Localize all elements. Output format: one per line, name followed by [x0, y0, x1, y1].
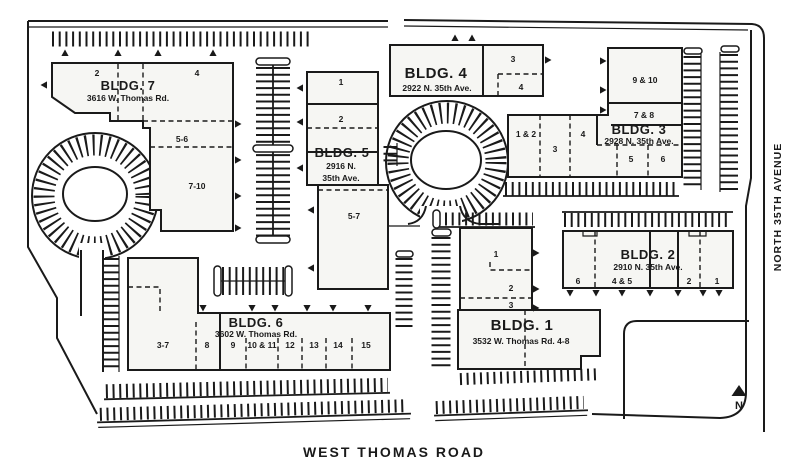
building-5-south-wing	[317, 184, 389, 290]
west-boundary-line	[27, 21, 98, 415]
bldg-3-address: 2928 N. 35th Ave.	[604, 136, 673, 146]
road-boundaries	[27, 19, 765, 432]
bldg-2-unit-label: 6	[576, 276, 581, 286]
northeast-boundary-line-inner	[403, 25, 749, 31]
bldg-4-unit-label: 3	[511, 54, 516, 64]
bldg-1-name: BLDG. 1	[491, 317, 554, 334]
parking-row-south-c	[434, 395, 589, 422]
east-road-inner-edge	[591, 30, 752, 420]
parking-island	[255, 235, 291, 244]
bldg-3-unit-label: 4	[581, 129, 586, 139]
north-compass: N	[731, 385, 747, 412]
bldg-3-unit-label: 9 & 10	[632, 75, 657, 85]
bldg-5-address-line1: 2916 N.	[326, 161, 356, 171]
bldg-2-unit-label: 1	[715, 276, 720, 286]
circular-parking-east	[385, 100, 509, 228]
bldg-7-unit-label: 7-10	[188, 181, 205, 191]
bldg-5-address-line2: 35th Ave.	[322, 173, 359, 183]
bldg-6-unit-label: 10 & 11	[247, 340, 277, 350]
bldg-5-name: BLDG. 5	[315, 145, 370, 160]
bldg-6-unit-label: 8	[205, 340, 210, 350]
parking-row-south-b	[97, 399, 411, 428]
bldg-4-name: BLDG. 4	[405, 65, 468, 82]
bldg-6-address: 3602 W. Thomas Rd.	[215, 329, 297, 339]
parking-row-below-bldg1	[459, 368, 597, 386]
north-label: N	[735, 400, 743, 412]
bldg-3-unit-label: 3	[553, 144, 558, 154]
bldg-5-unit-label: 5-7	[348, 211, 361, 221]
bldg-7-unit-label: 4	[195, 68, 200, 78]
bldg-5-unit-label: 1	[339, 77, 344, 87]
building-1: 1 2 3 BLDG. 1 3532 W. Thomas Rd. 4-8	[457, 227, 601, 370]
bldg-6-unit-label: 12	[285, 340, 295, 350]
bldg-3-unit-label: 5	[629, 154, 634, 164]
bldg-3-unit-label: 7 & 8	[634, 110, 655, 120]
bldg-6-unit-label: 3-7	[157, 340, 170, 350]
bldg-7-unit-label: 5-6	[176, 134, 189, 144]
building-7-outline	[51, 62, 234, 232]
building-2-outline	[562, 230, 734, 289]
bldg-3-unit-label: 6	[661, 154, 666, 164]
northeast-boundary-line	[403, 19, 765, 432]
bldg-7-address: 3616 W. Thomas Rd.	[87, 93, 169, 103]
bldg-6-name: BLDG. 6	[229, 315, 284, 330]
bldg-1-address: 3532 W. Thomas Rd. 4-8	[473, 336, 570, 346]
parking-island	[255, 57, 291, 66]
circular-parking-west	[31, 132, 159, 372]
bldg-2-unit-label: 2	[687, 276, 692, 286]
building-3: 9 & 10 7 & 8 BLDG. 3 2928 N. 35th Ave. 1…	[507, 47, 683, 178]
bldg-4-address: 2922 N. 35th Ave.	[402, 83, 471, 93]
bldg-5-unit-label: 2	[339, 114, 344, 124]
building-4-outline	[389, 44, 544, 97]
bldg-3-unit-label: 1 & 2	[516, 129, 537, 139]
parking-island	[252, 144, 294, 153]
bldg-2-unit-label: 4 & 5	[612, 276, 633, 286]
bldg-6-unit-label: 14	[333, 340, 343, 350]
bldg-1-unit-label: 3	[509, 300, 514, 310]
bldg-7-name: BLDG. 7	[101, 78, 156, 93]
bldg-7-unit-label: 2	[95, 68, 100, 78]
west-thomas-road-label: WEST THOMAS ROAD	[303, 444, 485, 460]
bldg-6-unit-label: 15	[361, 340, 371, 350]
bldg-6-unit-label: 13	[309, 340, 319, 350]
building-7: 2 4 BLDG. 7 3616 W. Thomas Rd. 5-6 7-10	[51, 62, 234, 232]
building-6: BLDG. 6 3602 W. Thomas Rd. 3-7 8 9 10 & …	[127, 257, 391, 371]
bldg-2-name: BLDG. 2	[621, 247, 676, 262]
bldg-1-unit-label: 1	[494, 249, 499, 259]
north-35th-avenue-label: NORTH 35TH AVENUE	[772, 143, 784, 271]
bldg-6-unit-label: 9	[231, 340, 236, 350]
bldg-1-unit-label: 2	[509, 283, 514, 293]
building-4: BLDG. 4 2922 N. 35th Ave. 3 4	[389, 44, 544, 97]
building-6-outline	[127, 257, 391, 371]
parking-row-south-a	[104, 377, 390, 401]
building-5: 1 2 BLDG. 5 2916 N. 35th Ave. 5-7	[306, 71, 389, 290]
north-arrow-icon	[731, 385, 747, 396]
bldg-4-unit-label: 4	[519, 82, 524, 92]
bldg-3-name: BLDG. 3	[612, 122, 667, 137]
building-3-outline	[507, 47, 683, 178]
parking-areas	[31, 31, 740, 428]
building-2: BLDG. 2 2910 N. 35th Ave. 6 4 & 5 2 1	[562, 230, 734, 289]
bldg-2-address: 2910 N. 35th Ave.	[613, 262, 682, 272]
southeast-drive-boundary	[623, 320, 749, 419]
